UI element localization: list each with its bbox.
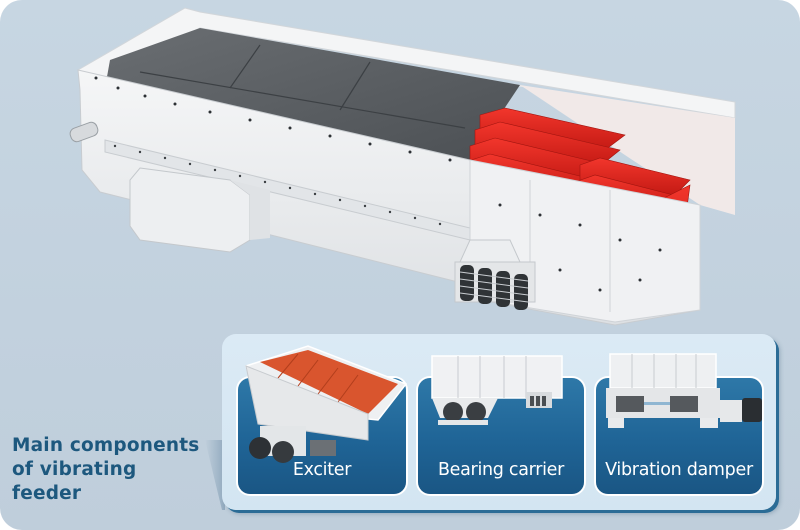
component-card-vibration-damper[interactable]: Vibration damper [596, 353, 762, 494]
vibration-damper-icon [606, 353, 762, 428]
vibrating-feeder-illustration [69, 7, 736, 326]
component-card-bearing-carrier[interactable]: Bearing carrier [418, 355, 584, 494]
exciter-icon [245, 345, 408, 463]
caption-line-2: of vibrating [12, 459, 137, 480]
caption-line-1: Main components [12, 435, 200, 456]
component-card-exciter[interactable]: Exciter [238, 345, 408, 494]
caption-line-3: feeder [12, 483, 82, 504]
bearing-carrier-label: Bearing carrier [437, 460, 565, 480]
exciter-label: Exciter [292, 460, 352, 480]
vibration-damper-label: Vibration damper [605, 460, 753, 480]
caption-title: Main components of vibrating feeder [12, 434, 222, 506]
bearing-carrier-icon [431, 355, 563, 425]
